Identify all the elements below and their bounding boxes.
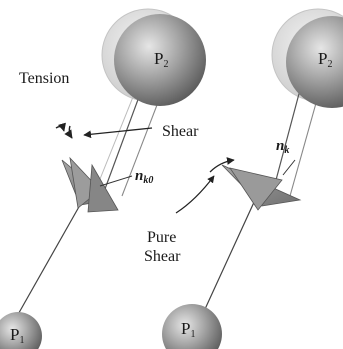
left-link-upper-b xyxy=(121,91,163,197)
n-k0-main: n xyxy=(135,168,143,184)
tension-arrow-b xyxy=(64,125,73,139)
pure-shear-leader xyxy=(175,175,215,214)
p2-left-main: P xyxy=(154,49,163,68)
right-link-upper-a xyxy=(271,89,301,196)
p1-right-label: P1 xyxy=(181,319,195,340)
tension-arrows xyxy=(55,122,73,139)
left-plate-front xyxy=(87,163,119,213)
p2-right-label: P2 xyxy=(318,49,332,70)
p2-right-main: P xyxy=(318,49,327,68)
p1-right-main: P xyxy=(181,319,190,338)
p2-left-sub: 2 xyxy=(163,59,168,70)
n-k-main: n xyxy=(276,138,284,154)
n-k-label: nk xyxy=(276,138,289,156)
p1-left-main: P xyxy=(10,325,19,344)
pure-shear-label-line2: Shear xyxy=(144,248,181,265)
p1-right-sub: 1 xyxy=(190,329,195,340)
n-k0-label: nk0 xyxy=(135,168,153,186)
tension-arrow-a xyxy=(55,122,66,132)
right-link-upper-b xyxy=(289,95,319,197)
shear-arrow xyxy=(83,127,153,139)
right-plate-front xyxy=(229,167,283,211)
n-k0-normal-line xyxy=(99,175,133,187)
p1-left-sphere xyxy=(0,312,42,349)
p1-left-label: P1 xyxy=(10,325,24,346)
right-link-lower xyxy=(199,199,256,321)
n-k-normal-line xyxy=(282,159,296,176)
p2-left-label: P2 xyxy=(154,49,168,70)
n-k0-sub: k0 xyxy=(143,175,153,186)
p2-right-sphere xyxy=(286,16,343,108)
p2-left-sphere xyxy=(114,14,206,106)
left-link-upper-c xyxy=(93,91,136,195)
p1-right-sphere xyxy=(162,304,222,349)
left-link-lower xyxy=(15,204,81,319)
right-assembly xyxy=(162,8,343,349)
pure-shear-arrow-top xyxy=(209,157,235,173)
n-k-sub: k xyxy=(284,145,289,156)
shear-label: Shear xyxy=(162,123,199,140)
pure-shear-label-line1: Pure xyxy=(147,229,176,246)
left-link-upper-a xyxy=(101,85,144,198)
p2-right-sub: 2 xyxy=(327,59,332,70)
left-assembly xyxy=(0,8,206,349)
tension-label: Tension xyxy=(19,70,69,87)
p1-left-sub: 1 xyxy=(19,335,24,346)
